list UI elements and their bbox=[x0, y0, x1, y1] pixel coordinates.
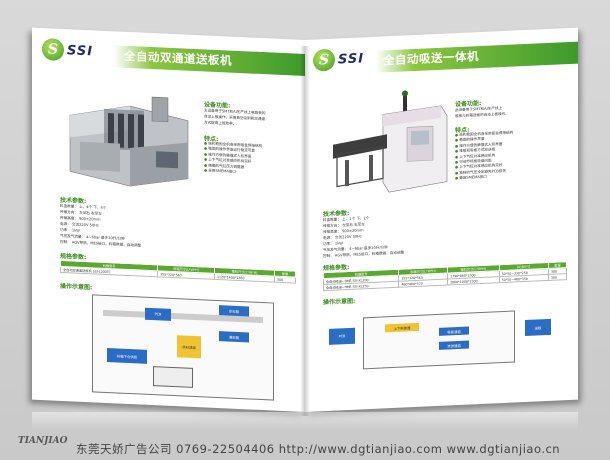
diagram-label: PCB bbox=[145, 307, 171, 321]
diagram-label: 满料箱 bbox=[219, 331, 249, 343]
vacuum-loader-image bbox=[333, 90, 448, 193]
highlights-list: 结构稳固全机身采用钣金焊接结构 稳固的操作界面 操作方便的触摸式人机界面 堆板和… bbox=[455, 131, 513, 182]
table-cell: 355*320*563 bbox=[157, 270, 215, 280]
table-cell: 300 bbox=[548, 273, 567, 281]
logo-text: SSI bbox=[67, 42, 94, 59]
brand-logo: S SSI bbox=[313, 47, 365, 72]
model-table: 机器型号 料箱尺寸(L*W*H) 整机尺寸(L*W*H) 重量 全自动双通道送板… bbox=[60, 260, 296, 284]
diagram-label: 上下料装置 bbox=[385, 322, 419, 333]
brochure-spread: S SSI 全自动双通道送板机 设备功能: 主设备用于SMT和AI生产线上电路板… bbox=[32, 27, 578, 416]
machine-outline bbox=[363, 310, 515, 370]
diagram-heading: 操作示意图: bbox=[323, 297, 356, 307]
spec-line: 控制： AGV导航，MES接口，料箱数据，自动调整 bbox=[60, 239, 142, 248]
model-table: 机器型号 料箱尺寸(L*W*H) 整机尺寸(L*W*H) PCB尺寸 重量 全自… bbox=[323, 261, 567, 291]
features-line-2: 堆板与料箱送板的自动上板操作。 bbox=[455, 111, 509, 119]
operation-diagram: PCB 空料箱 满料箱 供料通道 料箱下仓供给 bbox=[92, 294, 274, 401]
diagram-heading: 操作示意图: bbox=[60, 282, 93, 292]
footer-brand-logo: TIANJIAO bbox=[18, 436, 68, 446]
highlights-list: 结构稳固全机身采用钣金焊接结构 稳固的操作界面运行稳定可靠 操作方便的触摸式人机… bbox=[204, 141, 262, 176]
ssi-logo-icon: S bbox=[313, 48, 335, 72]
diagram-label: 空料箱 bbox=[219, 305, 249, 317]
footer-contact-text: 东莞天娇广告公司 0769-22504406 http://www.dgtian… bbox=[76, 442, 561, 456]
features-line-3: 方式提高上板效率。 bbox=[204, 120, 237, 126]
machine-outline bbox=[153, 366, 193, 388]
ssi-logo-icon: S bbox=[42, 38, 64, 62]
diagram-label: PCB bbox=[329, 327, 355, 345]
list-item: 兼容SMEMA接口 bbox=[455, 174, 513, 182]
table-cell: 300 bbox=[274, 276, 296, 284]
table-cell: 50*50~460*350 bbox=[499, 274, 549, 283]
diagram-label: 送板 bbox=[525, 318, 551, 337]
brand-logo: S SSI bbox=[42, 38, 93, 62]
diagram-label: 吸板通道 bbox=[439, 326, 469, 336]
gutter-shadow bbox=[300, 46, 310, 416]
table-cell: 2060*1000*1500 bbox=[447, 276, 500, 286]
logo-text: SSI bbox=[338, 50, 365, 68]
table-cell: 460*400*570 bbox=[398, 279, 448, 288]
floor-reflection bbox=[32, 412, 578, 430]
left-page: S SSI 全自动双通道送板机 设备功能: 主设备用于SMT和AI生产线上电路板… bbox=[32, 27, 305, 412]
diagram-label: 供料通道 bbox=[177, 335, 201, 359]
dual-lane-loader-image bbox=[69, 96, 189, 187]
operation-diagram: PCB 上下料装置 吸板通道 流送通道 送板 bbox=[329, 303, 557, 385]
right-page: S SSI 全自动吸送一体机 设备功能: 此设备用于SMT和AI生产线上 堆板与… bbox=[305, 27, 578, 412]
diagram-label: 流送通道 bbox=[439, 340, 469, 350]
diagram-label: 料箱下仓供给 bbox=[107, 348, 147, 364]
